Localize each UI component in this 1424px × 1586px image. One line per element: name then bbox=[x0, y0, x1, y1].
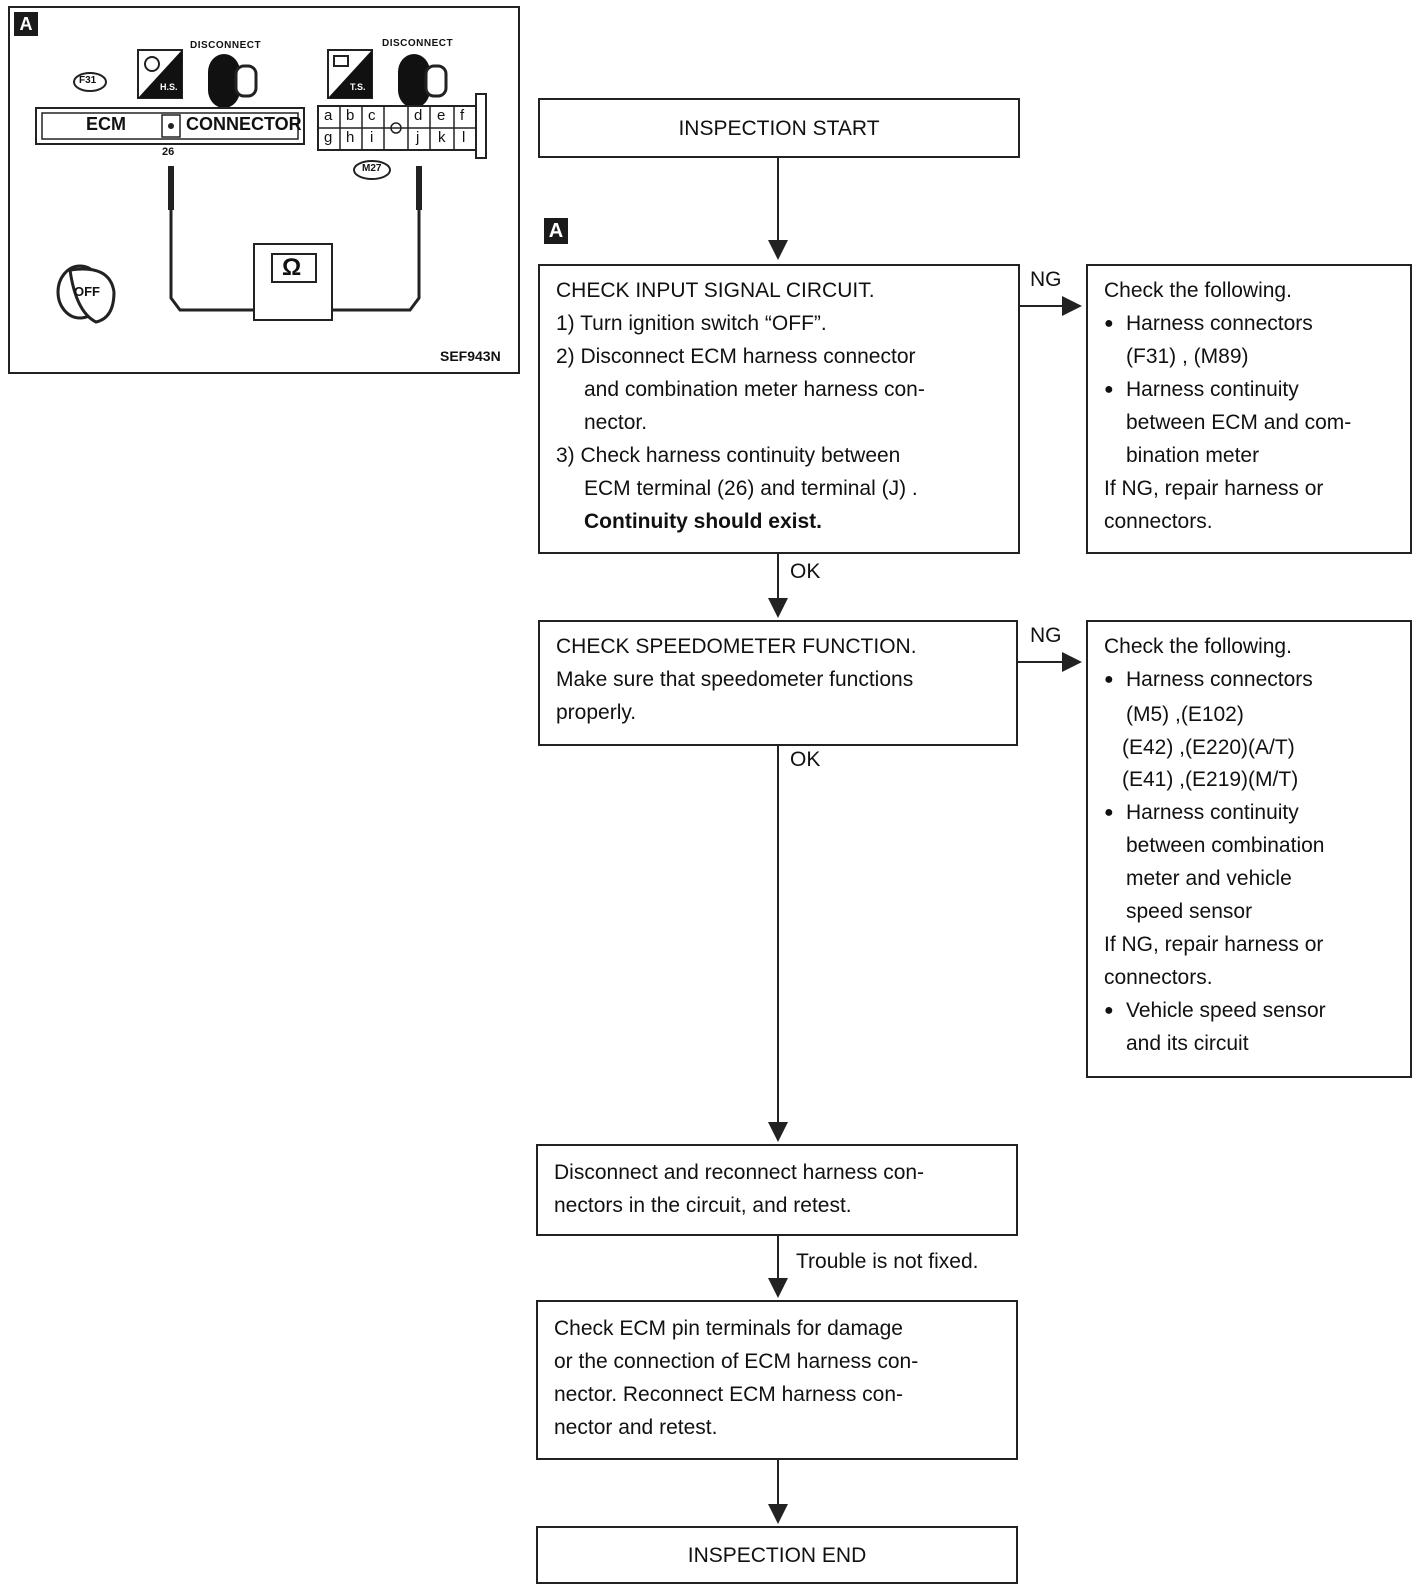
step2-ng-line: between combination bbox=[1126, 834, 1325, 857]
step1-line: ECM terminal (26) and terminal (J) . bbox=[584, 477, 918, 500]
meter-pin-c: c bbox=[368, 107, 376, 124]
step2-ng-line: Harness continuity bbox=[1104, 796, 1299, 829]
step2-ng-line: (E41) ,(E219)(M/T) bbox=[1122, 768, 1299, 791]
step1-ng-line: bination meter bbox=[1126, 444, 1260, 467]
step1-ng-line: Harness continuity bbox=[1104, 373, 1299, 406]
meter-connector-body bbox=[317, 93, 487, 159]
step1-line: 3) Check harness continuity between bbox=[556, 444, 901, 467]
step3-line: nectors in the circuit, and retest. bbox=[554, 1194, 852, 1217]
ok-label-2: OK bbox=[790, 748, 821, 771]
inspection-end-box: INSPECTION END bbox=[536, 1526, 1018, 1584]
meter-connector-id-badge bbox=[353, 160, 391, 180]
meter-pin-i: i bbox=[370, 129, 374, 146]
step1-line: nector. bbox=[584, 411, 648, 434]
ecm-connector-id: F31 bbox=[79, 75, 97, 86]
step2-line: Make sure that speedometer functions bbox=[556, 668, 914, 691]
meter-connector-id: M27 bbox=[362, 163, 382, 174]
step1-line: and combination meter harness con- bbox=[584, 378, 925, 401]
step2-ng-line: speed sensor bbox=[1126, 900, 1253, 923]
step1-box: CHECK INPUT SIGNAL CIRCUIT. 1) Turn igni… bbox=[538, 264, 1020, 554]
step1-ng-line: Check the following. bbox=[1104, 279, 1292, 302]
harness-sensor-icon-2 bbox=[327, 49, 373, 99]
figure-tag: A bbox=[14, 12, 38, 36]
ng-label-1: NG bbox=[1030, 268, 1062, 291]
step1-title: CHECK INPUT SIGNAL CIRCUIT. bbox=[556, 279, 875, 302]
ok-label-1: OK bbox=[790, 560, 821, 583]
figure-drawing bbox=[35, 49, 487, 324]
meter-pin-g: g bbox=[324, 129, 333, 146]
step1-line: 1) Turn ignition switch “OFF”. bbox=[556, 312, 827, 335]
step2-ng-line: Harness connectors bbox=[1104, 663, 1313, 696]
step1-ng-line: between ECM and com- bbox=[1126, 411, 1352, 434]
meter-pin-f: f bbox=[460, 107, 465, 124]
inspection-end-label: INSPECTION END bbox=[687, 1544, 867, 1567]
ecm-label: ECM bbox=[86, 114, 126, 134]
step1-ng-line: (F31) , (M89) bbox=[1126, 345, 1249, 368]
inspection-start-box: INSPECTION START bbox=[538, 98, 1020, 158]
step1-ng-line: If NG, repair harness or bbox=[1104, 477, 1324, 500]
step3-box: Disconnect and reconnect harness con- ne… bbox=[536, 1144, 1018, 1236]
harness-code-2: T.S. bbox=[350, 82, 366, 92]
step2-ng-line: connectors. bbox=[1104, 966, 1213, 989]
disconnect-label-2: DISCONNECT bbox=[382, 38, 454, 49]
inspection-start-label: INSPECTION START bbox=[678, 117, 880, 140]
step2-ng-line: Vehicle speed sensor bbox=[1104, 994, 1326, 1027]
step1-ng-box: Check the following. Harness connectors … bbox=[1086, 264, 1412, 554]
ecm-connector-id-badge bbox=[73, 72, 107, 92]
figure-code: SEF943N bbox=[440, 348, 501, 364]
meter-pin-d: d bbox=[414, 107, 423, 124]
step2-ng-box: Check the following. Harness connectors … bbox=[1086, 620, 1412, 1078]
step2-ng-line: (M5) ,(E102) bbox=[1126, 703, 1244, 726]
ohmmeter-icon bbox=[253, 243, 333, 321]
meter-pin-a: a bbox=[324, 107, 333, 124]
disconnect-plug-icon bbox=[208, 54, 258, 108]
step2-box: CHECK SPEEDOMETER FUNCTION. Make sure th… bbox=[538, 620, 1018, 746]
step3-line: Disconnect and reconnect harness con- bbox=[554, 1161, 925, 1184]
step2-title: CHECK SPEEDOMETER FUNCTION. bbox=[556, 635, 917, 658]
step2-ng-line: (E42) ,(E220)(A/T) bbox=[1122, 736, 1295, 759]
step1-line: 2) Disconnect ECM harness connector bbox=[556, 345, 916, 368]
meter-pin-l: l bbox=[462, 129, 466, 146]
ng-label-2: NG bbox=[1030, 624, 1062, 647]
ecm-connector-body bbox=[35, 107, 305, 145]
connector-label: CONNECTOR bbox=[186, 114, 302, 134]
step2-ng-line: and its circuit bbox=[1126, 1032, 1249, 1055]
meter-pin-b: b bbox=[346, 107, 355, 124]
step4-line: or the connection of ECM harness con- bbox=[554, 1350, 919, 1373]
meter-pin-j: j bbox=[416, 129, 420, 146]
meter-pin-h: h bbox=[346, 129, 355, 146]
ignition-key-icon bbox=[56, 264, 116, 324]
step1-ng-line: Harness connectors bbox=[1104, 307, 1313, 340]
step1-line: Continuity should exist. bbox=[584, 510, 823, 533]
harness-code-1: H.S. bbox=[160, 82, 178, 92]
meter-pin-e: e bbox=[437, 107, 446, 124]
step2-ng-line: Check the following. bbox=[1104, 635, 1292, 658]
ohm-symbol: Ω bbox=[282, 254, 302, 281]
step2-ng-line: If NG, repair harness or bbox=[1104, 933, 1324, 956]
step4-box: Check ECM pin terminals for damage or th… bbox=[536, 1300, 1018, 1460]
wiring-figure: A DISCONNECT DISCONNECT H.S. T.S. F31 EC… bbox=[8, 6, 520, 374]
step1-ng-line: connectors. bbox=[1104, 510, 1213, 533]
harness-sensor-icon bbox=[137, 49, 183, 99]
ecm-terminal-number: 26 bbox=[162, 146, 175, 158]
step4-line: nector and retest. bbox=[554, 1416, 718, 1439]
disconnect-label-1: DISCONNECT bbox=[190, 40, 262, 51]
not-fixed-label: Trouble is not fixed. bbox=[796, 1250, 979, 1273]
ecm-terminal-cavity bbox=[161, 114, 181, 138]
ignition-off-label: OFF bbox=[74, 284, 100, 299]
meter-pin-k: k bbox=[438, 129, 446, 146]
step4-line: nector. Reconnect ECM harness con- bbox=[554, 1383, 904, 1406]
step-tag: A bbox=[544, 218, 568, 244]
disconnect-plug-icon-2 bbox=[398, 54, 448, 108]
step2-ng-line: meter and vehicle bbox=[1126, 867, 1292, 890]
step2-line: properly. bbox=[556, 701, 637, 724]
step4-line: Check ECM pin terminals for damage bbox=[554, 1317, 903, 1340]
